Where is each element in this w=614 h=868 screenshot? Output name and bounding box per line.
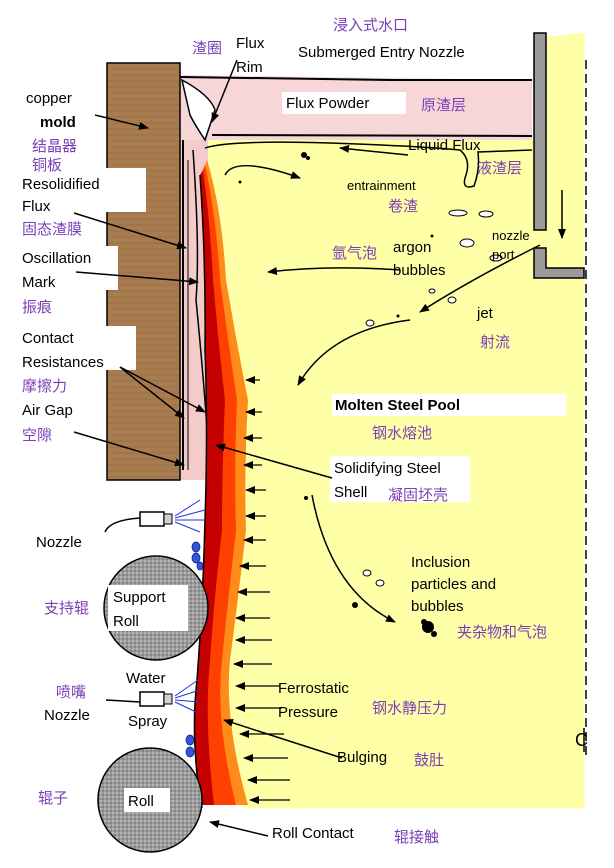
ferrostatic-arrows (233, 376, 290, 804)
argon-en-2: bubbles (393, 262, 446, 279)
support-roll-zh: 支持辊 (44, 599, 89, 617)
mold-label: mold (40, 114, 76, 131)
shell-dark (194, 170, 225, 805)
oscillation-label-bg (18, 246, 118, 290)
support-roll-en-2: Roll (113, 613, 139, 630)
mold-zh-1: 结晶器 (32, 137, 77, 155)
nozzle-port-en-2: port (492, 247, 515, 262)
spray-nozzle-zh: 喷嘴 (56, 683, 86, 701)
inclusions (238, 152, 437, 637)
spray-en: Spray (128, 713, 168, 730)
inclusion-en-1: Inclusion (411, 554, 470, 571)
inclusion-zh: 夹杂物和气泡 (457, 623, 547, 641)
roll-label-bg (124, 788, 170, 812)
liquid-flux-line (204, 141, 533, 188)
ferro-zh: 钢水静压力 (372, 699, 447, 717)
water-droplets (185, 541, 204, 758)
contact-zh: 摩擦力 (22, 377, 67, 395)
contact-en-2: Resistances (22, 354, 104, 371)
flux-powder-label-bg (282, 92, 406, 114)
shell-outer-edge (193, 174, 208, 809)
ferro-en-2: Pressure (278, 704, 338, 721)
flux-powder-zh: 原渣层 (421, 96, 466, 114)
bulging-en: Bulging (337, 749, 387, 766)
resolidified-en-2: Flux (22, 198, 51, 215)
airgap-en: Air Gap (22, 402, 73, 419)
liquid-flux-zh: 液渣层 (477, 159, 522, 177)
entrainment-zh: 卷渣 (388, 197, 418, 215)
copper-label: copper (26, 90, 72, 107)
water-en: Water (126, 670, 165, 687)
nozzle-port-lip (533, 247, 585, 279)
flux-powder-en: Flux Powder (286, 95, 369, 112)
shell-en-2: Shell (334, 484, 367, 501)
mold-zh-2: 铜板 (32, 156, 62, 174)
jet-en: jet (476, 305, 494, 322)
liquid-flux-en: Liquid Flux (408, 137, 481, 154)
solidifying-label-bg (330, 456, 470, 502)
spray-nozzle-lower (139, 679, 201, 713)
nozzle-wall (533, 32, 547, 231)
inclusion-en-3: bubbles (411, 598, 464, 615)
copper-mold (106, 62, 181, 481)
molten-steel-pool (199, 32, 585, 809)
support-roll-en-1: Support (113, 589, 166, 606)
argon-zh: 氩气泡 (332, 244, 377, 262)
pool-en: Molten Steel Pool (335, 397, 460, 414)
top-surface-line (179, 76, 532, 81)
roll-en: Roll (128, 793, 154, 810)
roll-zh: 辊子 (38, 789, 68, 807)
nozzle-top-en: Submerged Entry Nozzle (298, 44, 465, 61)
bulging-zh: 鼓肚 (414, 751, 444, 769)
spray-nozzle-en: Nozzle (44, 707, 90, 724)
pool-label-bg (332, 394, 566, 416)
flux-powder-bottom-line (211, 134, 533, 137)
roll-contact-en: Roll Contact (272, 825, 355, 842)
oscillation-en-2: Mark (22, 274, 56, 291)
pool-zh: 钢水熔池 (372, 424, 432, 442)
resolidified-zh: 固态渣膜 (22, 220, 82, 238)
contact-label-bg (18, 326, 136, 370)
entrainment-en: entrainment (347, 178, 416, 193)
nozzle-top-zh: 浸入式水口 (333, 16, 408, 34)
flux-rim (180, 78, 216, 142)
oscillation-zh: 振痕 (22, 298, 52, 316)
airgap-label-bg (18, 398, 98, 422)
pointer-arrows (73, 59, 409, 837)
support-roll-label-bg (108, 585, 188, 631)
flow-arrows (224, 165, 541, 623)
ferro-en-1: Ferrostatic (278, 680, 349, 697)
bubbles (362, 209, 503, 587)
flux-rim-en-2: Rim (236, 59, 263, 76)
spray-nozzle-upper (104, 499, 206, 533)
resolidified-en-1: Resolidified (22, 176, 100, 193)
flux-rim-zh: 渣圈 (192, 39, 222, 57)
nozzle-port-en-1: nozzle (492, 228, 530, 243)
shell-en-1: Solidifying Steel (334, 460, 441, 477)
argon-en-1: argon (393, 239, 431, 256)
centerline-symbol: C (575, 730, 588, 750)
jet-zh: 射流 (480, 333, 510, 351)
nozzle-left-en: Nozzle (36, 534, 82, 551)
inclusion-en-2: particles and (411, 576, 496, 593)
roll-contact-zh: 辊接触 (394, 828, 439, 846)
contact-en-1: Contact (22, 330, 75, 347)
left-labels-bg (18, 168, 146, 212)
flux-rim-en-1: Flux (236, 35, 265, 52)
airgap-zh: 空隙 (22, 426, 52, 444)
oscillation-en-1: Oscillation (22, 250, 91, 267)
shell-zh: 凝固坯壳 (388, 486, 448, 504)
